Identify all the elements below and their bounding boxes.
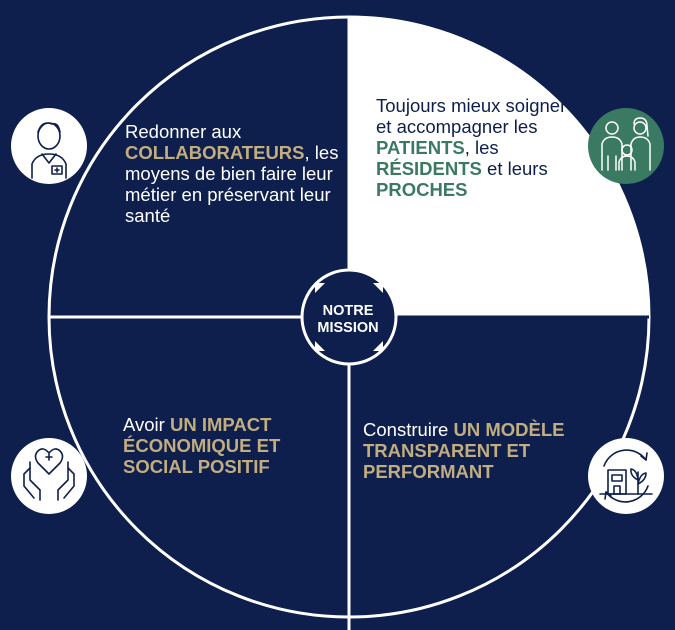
hands-heart-icon: [11, 438, 87, 514]
mission-label-line1: NOTRE: [322, 303, 374, 319]
quadrant-text-segment: , les moyens de bien faire leur métier e…: [125, 142, 339, 226]
family-icon: [588, 108, 664, 184]
center-corner-marks: [315, 283, 383, 351]
quadrant-bottom-left-text: Avoir UN IMPACT ÉCONOMIQUE ET SOCIAL POS…: [123, 414, 338, 477]
building-plant-cycle-icon: [588, 438, 664, 514]
quadrant-text-segment: Redonner aux: [125, 121, 242, 142]
quadrant-text-segment: et leurs: [481, 158, 548, 179]
mission-label-line2: MISSION: [317, 320, 379, 336]
quadrant-text-segment: , les: [464, 137, 499, 158]
mission-label: NOTRE MISSION: [300, 303, 396, 337]
quadrant-top-right-text: Toujours mieux soigner et accompagner le…: [376, 95, 586, 200]
quadrant-text-segment: COLLABORATEURS: [125, 142, 305, 163]
quadrant-top-right-fill: [349, 17, 649, 317]
medical-staff-icon: [11, 108, 87, 184]
center-badge: [300, 268, 398, 366]
quadrant-text-segment: Avoir: [123, 414, 170, 435]
quadrant-text-segment: Construire: [363, 419, 454, 440]
quadrant-text-segment: PATIENTS: [376, 137, 465, 158]
quadrant-bottom-right-text: Construire UN MODÈLE TRANSPARENT ET PERF…: [363, 419, 573, 482]
quadrant-text-segment: PROCHES: [376, 179, 468, 200]
quadrant-text-segment: RÉSIDENTS: [376, 158, 482, 179]
quadrant-top-left-text: Redonner aux COLLABORATEURS, les moyens …: [125, 121, 350, 226]
quadrant-text-segment: UN IMPACT ÉCONOMIQUE ET SOCIAL POSITIF: [123, 414, 281, 477]
quadrant-text-segment: Toujours mieux soigner et accompagner le…: [376, 95, 567, 137]
quadrant-text-segment: UN MODÈLE TRANSPARENT ET PERFORMANT: [363, 419, 565, 482]
